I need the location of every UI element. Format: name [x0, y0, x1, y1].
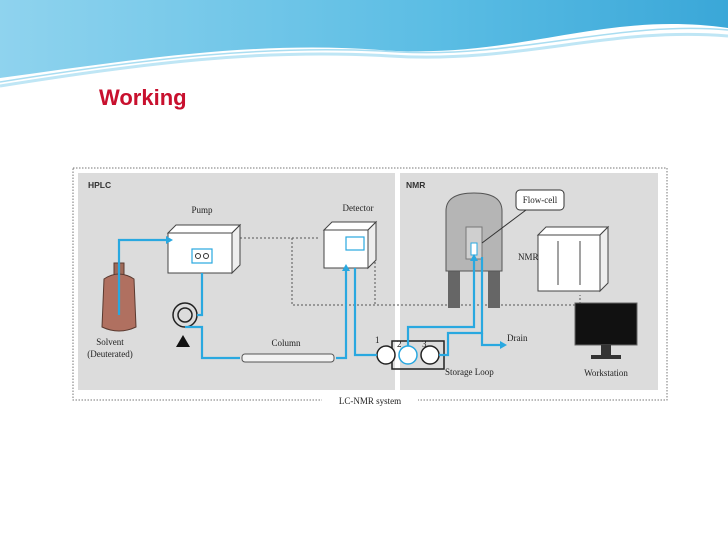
workstation-monitor	[574, 302, 638, 346]
header-wave-decoration	[0, 0, 728, 88]
lc-nmr-diagram: HPLC NMR Solvent (Deuterated) Pump Colum…	[70, 165, 670, 410]
injector-triangle-icon	[176, 335, 190, 347]
port-2-label: 2	[397, 339, 402, 349]
nmr-console-label: NMR	[518, 252, 539, 262]
nmr-label: NMR	[406, 180, 425, 190]
column-label: Column	[271, 338, 301, 348]
pump-box	[166, 224, 242, 234]
detector-label: Detector	[343, 203, 374, 213]
nmr-magnet-icon	[445, 192, 503, 308]
port-1-label: 1	[375, 335, 380, 345]
flow-arrowheads	[166, 236, 507, 349]
port-3-label: 3	[422, 339, 427, 349]
workstation-label: Workstation	[584, 368, 628, 378]
storage-loop-label: Storage Loop	[445, 367, 494, 377]
flow-lines	[117, 238, 500, 360]
nmr-console-box	[537, 234, 601, 292]
solvent-label: Solvent	[96, 337, 124, 347]
storage-loop-valve	[376, 340, 445, 370]
flow-cell-callout	[515, 189, 565, 211]
system-label: LC-NMR system	[339, 396, 401, 406]
flow-cell-label: Flow-cell	[523, 195, 558, 205]
hplc-label: HPLC	[88, 180, 111, 190]
slide-title: Working	[99, 85, 187, 110]
pump-label: Pump	[191, 205, 213, 215]
drain-label: Drain	[507, 333, 528, 343]
solvent-sublabel: (Deuterated)	[87, 349, 132, 359]
column-tube	[241, 353, 335, 363]
